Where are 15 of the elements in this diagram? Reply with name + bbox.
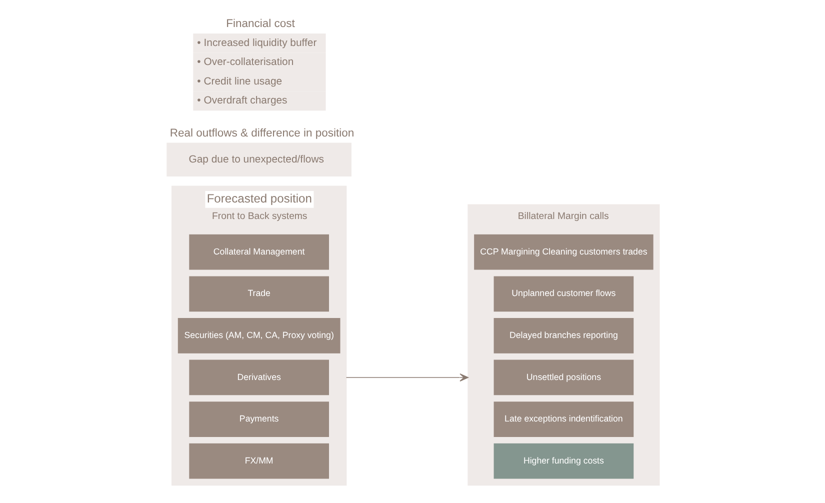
arrow — [345, 373, 468, 382]
node-box: Securities (AM, CM, CA, Proxy voting) — [177, 318, 340, 354]
node-box: Derivatives — [188, 360, 328, 396]
node-label: Financial cost — [226, 18, 294, 30]
node-box: CCP Margining Cleaning customers trades — [474, 234, 653, 270]
node-box: Delayed branches reporting — [493, 318, 634, 354]
node-box: Collateral Management — [188, 234, 328, 270]
node-box: Payments — [188, 402, 328, 437]
node-box: FX/MM — [188, 443, 328, 479]
node-box: Unsettled positions — [493, 360, 634, 396]
node-box: Late exceptions indentification — [493, 402, 634, 437]
node-box: Unplanned customer flows — [493, 276, 634, 312]
node-box: Trade — [188, 276, 328, 312]
node-label: Real outflows & difference in position — [169, 128, 354, 140]
node-box: Higher funding costs — [493, 443, 634, 479]
